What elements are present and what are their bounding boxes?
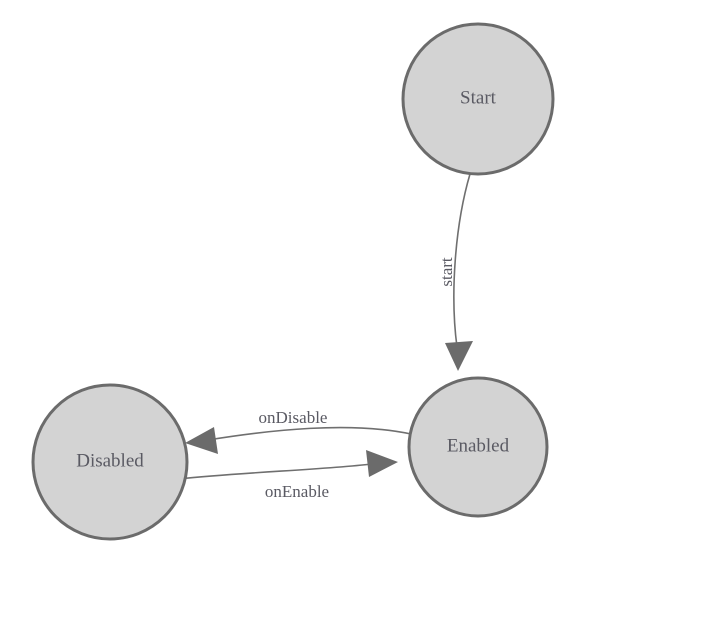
- edge-start-to-enabled-path: [453, 173, 471, 348]
- edge-enabled-to-disabled-path: [207, 426, 412, 441]
- arrowhead-into-disabled: [185, 427, 218, 454]
- node-disabled-label: Disabled: [76, 450, 144, 471]
- arrowhead-into-enabled-top: [445, 341, 473, 371]
- edge-start-to-enabled[interactable]: start: [437, 173, 473, 371]
- edge-label-start: start: [437, 257, 456, 287]
- node-start-label: Start: [460, 87, 497, 108]
- node-start-circle: [401, 22, 555, 176]
- node-disabled-circle: [31, 383, 189, 541]
- edge-label-onenable: onEnable: [265, 482, 329, 501]
- node-enabled[interactable]: Enabled: [407, 376, 549, 518]
- edge-label-ondisable: onDisable: [259, 408, 328, 427]
- node-disabled[interactable]: Disabled: [31, 383, 189, 541]
- node-enabled-label: Enabled: [447, 435, 510, 456]
- node-start[interactable]: Start: [401, 22, 555, 176]
- node-enabled-circle: [407, 376, 549, 518]
- arrowhead-into-enabled-side: [366, 450, 398, 477]
- edge-disabled-to-enabled[interactable]: onEnable: [177, 450, 398, 501]
- edge-enabled-to-disabled[interactable]: onDisable: [185, 408, 412, 454]
- edge-disabled-to-enabled-path: [177, 463, 373, 480]
